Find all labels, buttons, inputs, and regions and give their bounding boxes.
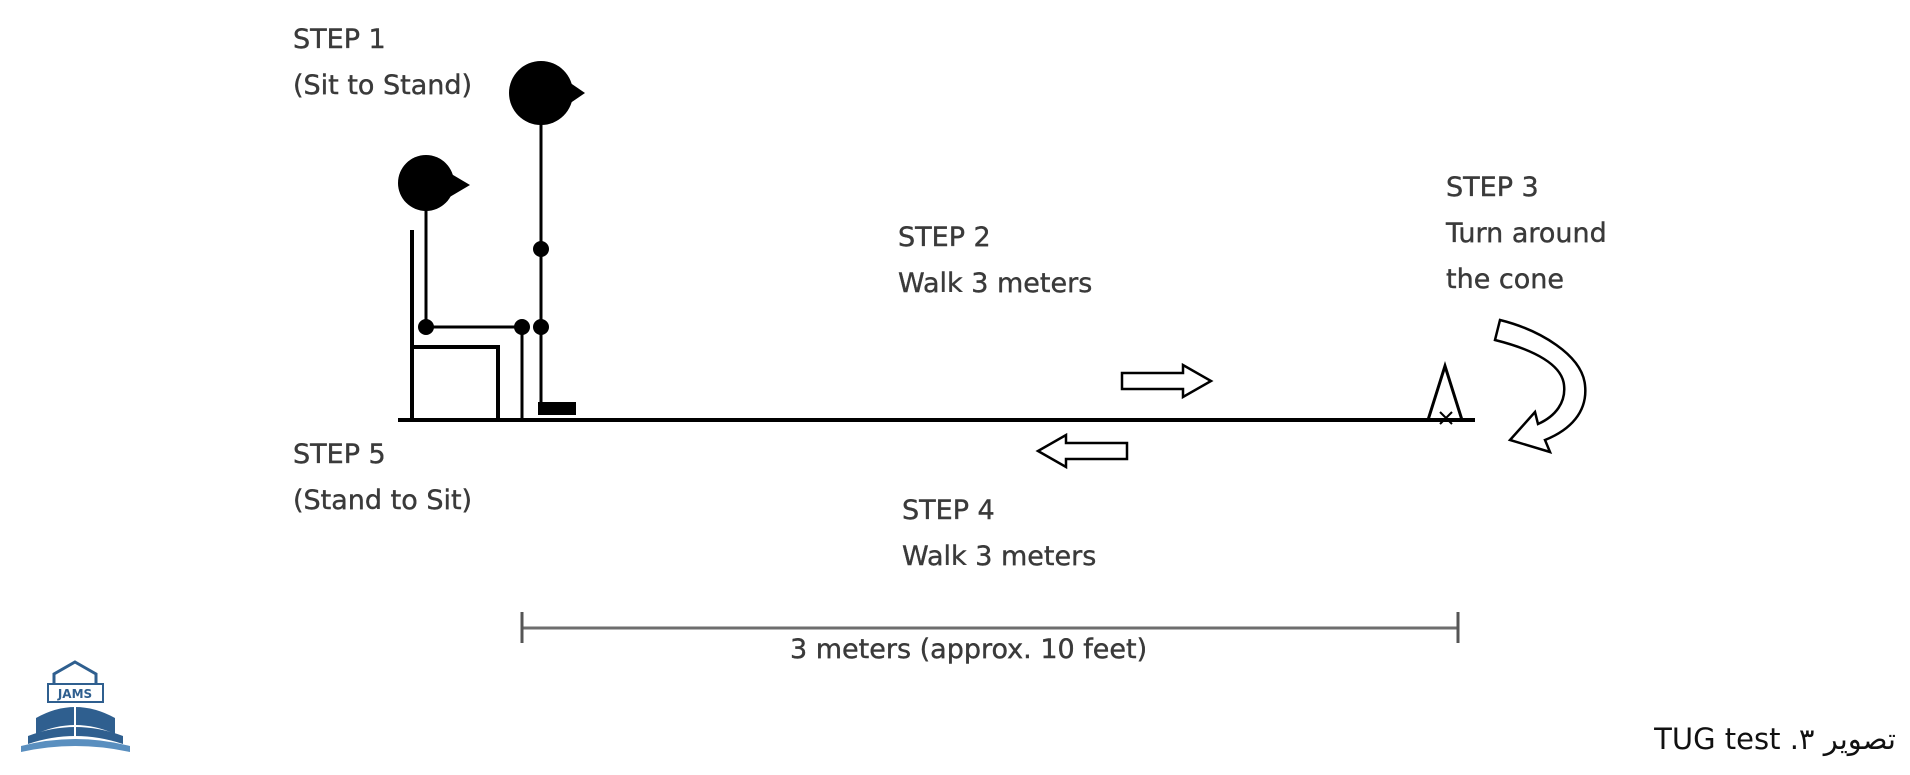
step3-label: STEP 3 Turn around the cone: [1446, 165, 1607, 303]
step3-desc-line2: the cone: [1446, 264, 1564, 295]
seated-figure: [398, 155, 530, 420]
step1-title: STEP 1: [293, 24, 386, 55]
standing-figure: [509, 61, 585, 415]
chair: [410, 230, 500, 422]
step5-label: STEP 5 (Stand to Sit): [293, 432, 472, 524]
distance-label: 3 meters (approx. 10 feet): [790, 634, 1148, 665]
step2-label: STEP 2 Walk 3 meters: [898, 215, 1093, 307]
step2-title: STEP 2: [898, 222, 991, 253]
walk-left-arrow: [1035, 432, 1129, 470]
step4-title: STEP 4: [902, 495, 995, 526]
turn-around-arrow: [1493, 318, 1587, 454]
step4-desc: Walk 3 meters: [902, 541, 1097, 572]
step2-desc: Walk 3 meters: [898, 268, 1093, 299]
cone-icon: [1425, 361, 1465, 425]
step4-label: STEP 4 Walk 3 meters: [902, 488, 1097, 580]
step1-desc: (Sit to Stand): [293, 70, 473, 101]
step5-desc: (Stand to Sit): [293, 485, 473, 516]
step1-label: STEP 1 (Sit to Stand): [293, 17, 472, 109]
logo-text: JAMS: [57, 687, 92, 701]
step3-desc-line1: Turn around: [1446, 218, 1607, 249]
figure-caption: تصویر ۳. TUG test: [1654, 722, 1896, 756]
walk-right-arrow: [1120, 362, 1214, 400]
step3-title: STEP 3: [1446, 172, 1539, 203]
step5-title: STEP 5: [293, 439, 386, 470]
distance-scale-bar: [520, 612, 1460, 643]
jams-logo: JAMS: [21, 660, 130, 752]
